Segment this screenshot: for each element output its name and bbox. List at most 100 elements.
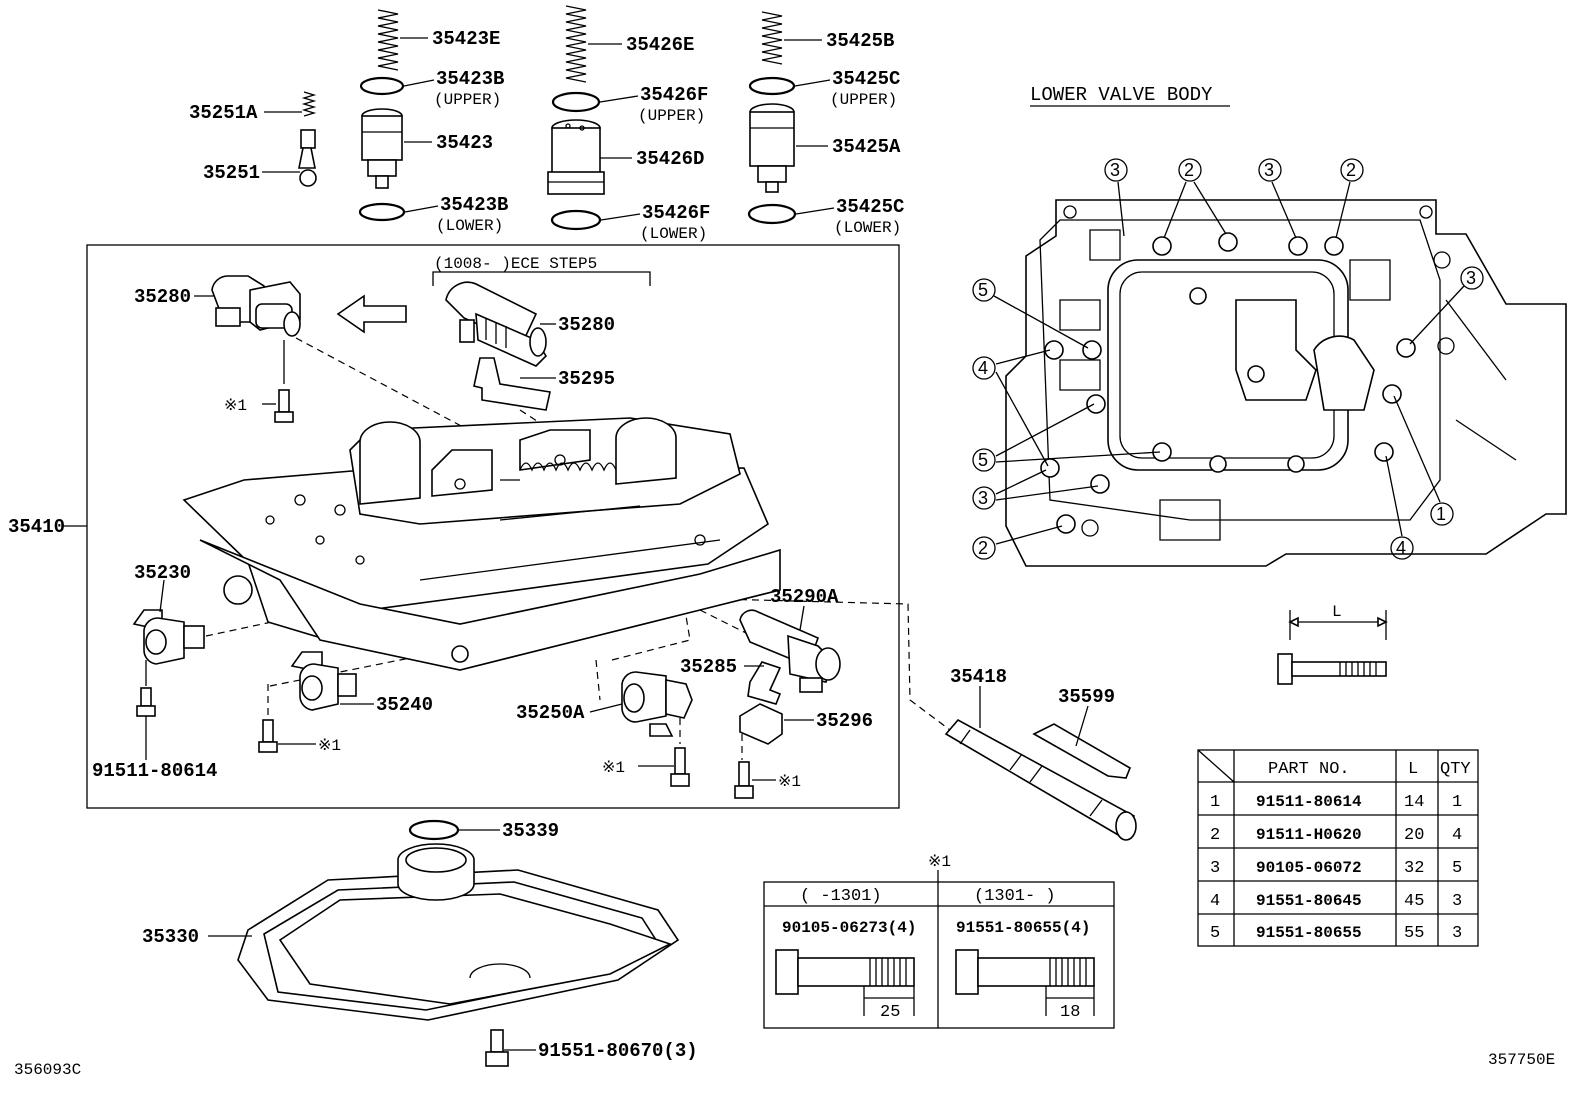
lvb-circle-5: 3 [1466,268,1476,288]
spring-35426E [565,5,587,83]
callout-35339: 35339 [502,820,559,842]
lvb-circle-4: 2 [1346,160,1356,180]
callout-35280-left: 35280 [134,286,191,308]
callout-35425C-lower: 35425C [836,196,904,218]
plate-35296 [739,703,783,745]
bolt-table-row-1-l: 14 [1404,793,1424,812]
mark-1-d: ※1 [778,773,801,791]
callout-35418: 35418 [950,666,1007,688]
piston-35423 [361,108,403,189]
callout-35296: 35296 [816,710,873,732]
callout-35425C-upper: 35425C [832,68,900,90]
bolt-table-header-part: PART NO. [1268,760,1350,779]
bolt-mark1-c [670,747,690,787]
bolt-table-row-4-part: 91551-80645 [1256,892,1362,910]
lvb-circle-7: 4 [978,358,988,378]
solenoid-35280-left [211,275,301,337]
lvb-circle-11: 1 [1436,504,1446,524]
bolt-diagram-left [775,949,915,1016]
bolt-table-row-1-idx: 1 [1210,793,1220,812]
callout-35426D: 35426D [636,148,704,170]
note-box [763,881,1115,1029]
mark-1-a: ※1 [224,397,247,415]
callout-35599: 35599 [1058,686,1115,708]
callout-35295: 35295 [558,368,615,390]
callout-91511-80614: 91511-80614 [92,760,217,782]
callout-35425A: 35425A [832,136,901,158]
lvb-circle-10: 2 [978,538,988,558]
bracket-note-line [432,271,651,286]
bolt-length-diagram [1277,610,1388,685]
spring-35423E [377,9,399,71]
callout-35240: 35240 [376,694,433,716]
callout-35426E: 35426E [626,34,694,56]
solenoid-35230 [132,609,205,665]
note-box-right-header: (1301- ) [974,887,1056,906]
note-box-left-header: ( -1301) [800,887,882,906]
callout-35426F-upper: 35426F [640,84,708,106]
mark-1-c: ※1 [602,759,625,777]
callout-35423B-lower: 35423B [440,194,508,216]
lvb-circle-1: 3 [1110,160,1120,180]
lvb-circle-6: 5 [978,280,988,300]
pin-spring-35251A [301,91,317,117]
solenoid-35250A [621,671,693,737]
spring-35425B [761,11,783,65]
callout-35423: 35423 [436,132,493,154]
bolt-table-row-5-part: 91551-80655 [1256,924,1362,942]
direction-arrow-icon [336,294,407,334]
note-box-mark: ※1 [928,853,951,871]
callout-35285: 35285 [680,656,737,678]
bolt-diagram-right [955,949,1095,1016]
bolt-table-row-1-part: 91511-80614 [1256,793,1362,811]
bolt-91511-80614 [136,687,156,717]
lvb-circle-3: 3 [1264,160,1274,180]
callout-35425C-lower-note: (LOWER) [834,219,901,237]
bolt-91551-80670 [485,1029,509,1067]
pipe-35418 [944,718,1137,841]
valve-pin-35251 [298,129,317,187]
callout-35423E: 35423E [432,28,500,50]
plate-35599 [1032,723,1131,779]
o-ring-35423B-upper [359,76,405,96]
bolt-table-header-l: L [1408,760,1418,779]
note-box-left-part: 90105-06273(4) [782,919,916,937]
solenoid-35240 [290,651,357,711]
lower-valve-body-title: LOWER VALVE BODY [1030,84,1213,106]
bolt-table-row-1-qty: 1 [1452,793,1462,812]
o-ring-35425C-upper [748,76,796,96]
callout-35230: 35230 [134,562,191,584]
bolt-mark1-b [258,719,278,753]
plate-35285 [747,661,782,705]
bolt-table-row-3-l: 32 [1404,859,1424,878]
mark-1-b: ※1 [318,737,341,755]
bolt-table-row-3-idx: 3 [1210,859,1220,878]
bolt-table-header-qty: QTY [1440,760,1471,779]
bracket-note: (1008- )ECE STEP5 [434,255,597,273]
callout-35290A: 35290A [770,586,839,608]
lower-valve-body-drawing [1005,199,1567,567]
bolt-table-row-4-qty: 3 [1452,892,1462,911]
callout-35425B: 35425B [826,30,894,52]
callout-35423B-upper-note: (UPPER) [434,91,501,109]
lvb-circle-9: 3 [978,488,988,508]
bolt-table [1197,749,1479,947]
note-box-right-part: 91551-80655(4) [956,919,1090,937]
callout-35426F-lower: 35426F [642,202,710,224]
o-ring-35423B-lower [358,202,406,222]
bolt-dimension-label: L [1332,603,1342,621]
bolt-table-row-5-l: 55 [1404,924,1424,943]
o-ring-35426F-upper [551,91,601,113]
callout-35425C-upper-note: (UPPER) [830,91,897,109]
lvb-circle-2: 2 [1184,160,1194,180]
o-ring-35339 [408,819,460,841]
bolt-table-row-2-idx: 2 [1210,826,1220,845]
callout-35426F-upper-note: (UPPER) [638,107,705,125]
bolt-table-row-3-part: 90105-06072 [1256,859,1362,877]
bolt-mark1-a [274,389,294,423]
callout-35251: 35251 [203,162,260,184]
lvb-callout-circles [972,158,1484,560]
note-box-left-dim: 25 [880,1003,900,1022]
